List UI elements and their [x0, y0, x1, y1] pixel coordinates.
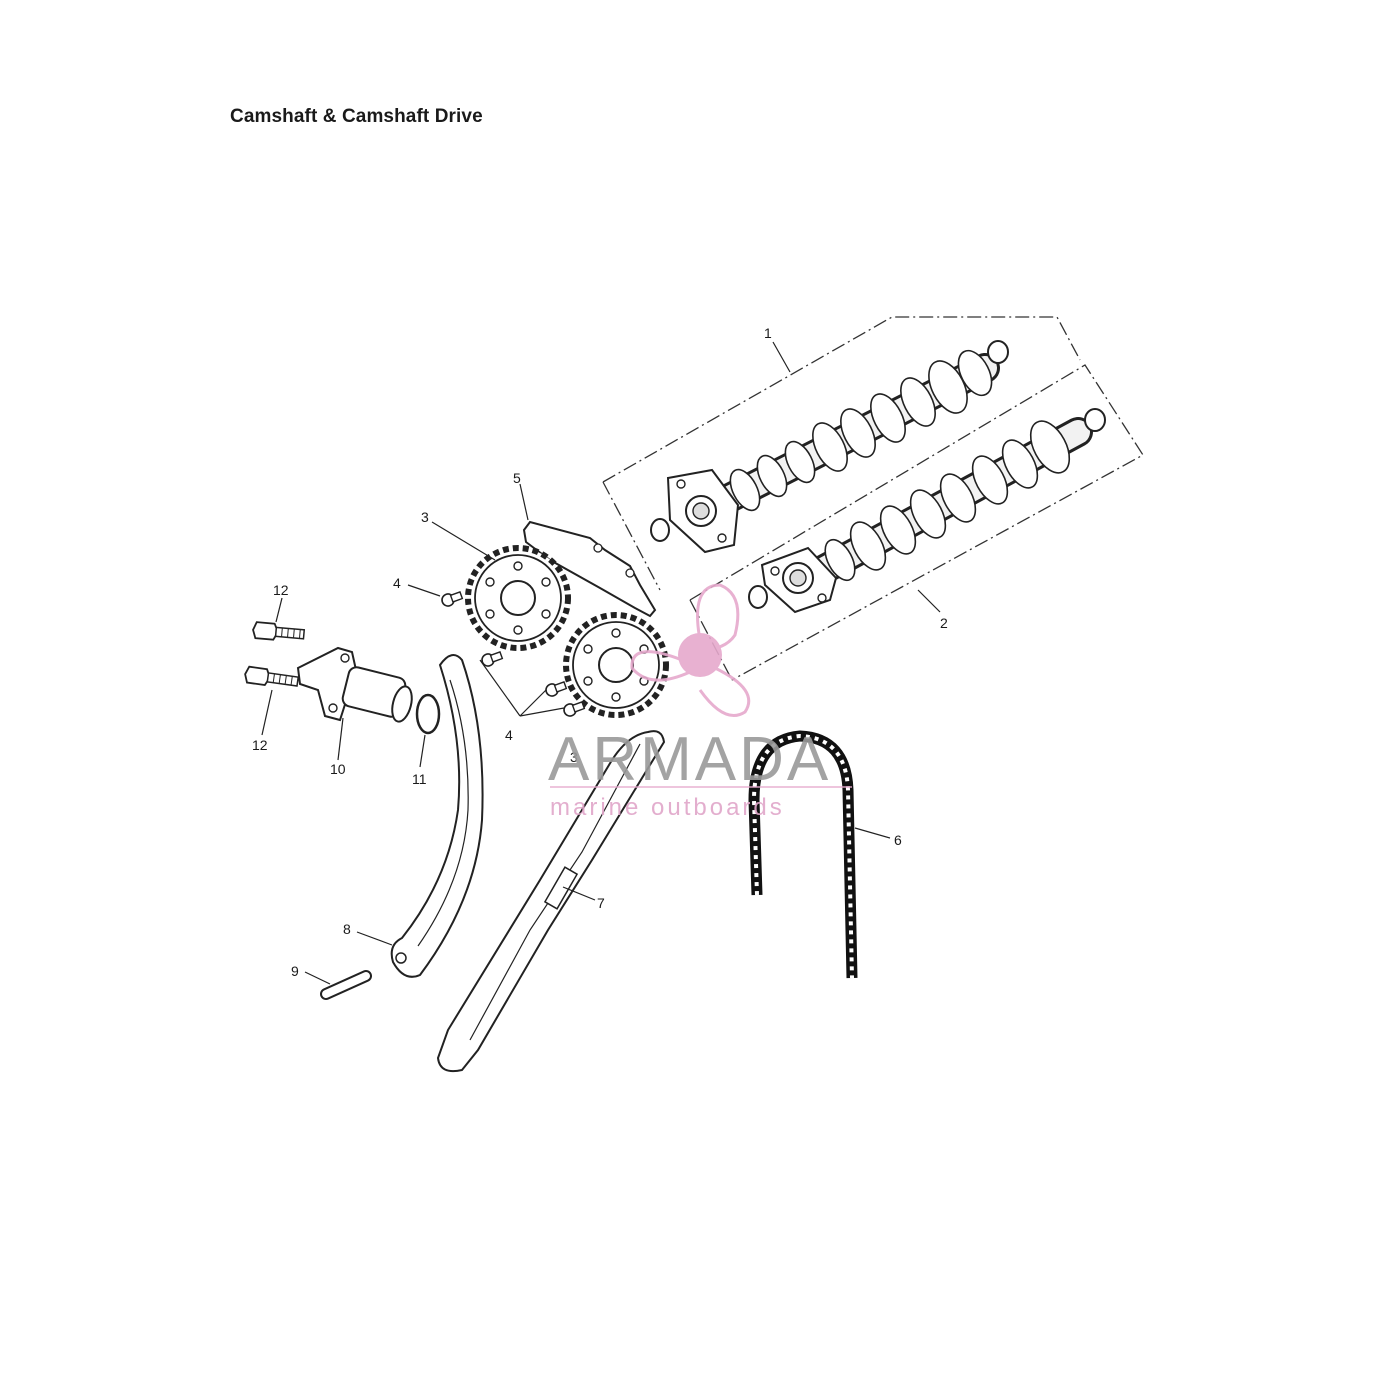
callout-5: 5: [513, 470, 521, 486]
tensioner-bolts: [244, 621, 306, 687]
callout-3-upper: 3: [421, 509, 429, 525]
callout-11: 11: [412, 771, 427, 787]
sprocket-upper: [465, 545, 571, 651]
callout-labels: 1 2 3 3 4 4 5 6 7 8 9 10 11 12 12: [252, 325, 948, 979]
callout-9: 9: [291, 963, 299, 979]
callout-4-upper: 4: [393, 575, 401, 591]
camshaft-2: [748, 408, 1106, 614]
callout-12-upper: 12: [273, 582, 289, 598]
chain-guide-rail: [436, 730, 666, 1073]
tensioner-blade: [390, 654, 484, 978]
callout-3-lower: 3: [570, 749, 578, 765]
cam-chain-tensioner: [296, 646, 413, 723]
callout-12-lower: 12: [252, 737, 268, 753]
callout-4-lower: 4: [505, 727, 513, 743]
callout-7: 7: [597, 895, 605, 911]
watermark-tagline: marine outboards: [550, 794, 785, 821]
watermark: ARMADA marine outboards: [548, 583, 852, 821]
leader-lines: [261, 341, 941, 985]
callout-8: 8: [343, 921, 351, 937]
callout-1: 1: [764, 325, 772, 341]
propeller-icon: [630, 583, 751, 717]
camshaft-group-outline: [602, 316, 1144, 681]
watermark-brand: ARMADA: [548, 725, 831, 794]
callout-10: 10: [330, 761, 346, 777]
camshaft-1: [650, 340, 1009, 554]
page-title: Camshaft & Camshaft Drive: [230, 106, 483, 127]
blade-pivot-pin: [320, 970, 372, 1000]
cam-chain: [748, 730, 858, 979]
callout-2: 2: [940, 615, 948, 631]
sprocket-lower: [563, 612, 669, 718]
callout-6: 6: [894, 832, 902, 848]
tensioner-o-ring: [415, 693, 441, 735]
